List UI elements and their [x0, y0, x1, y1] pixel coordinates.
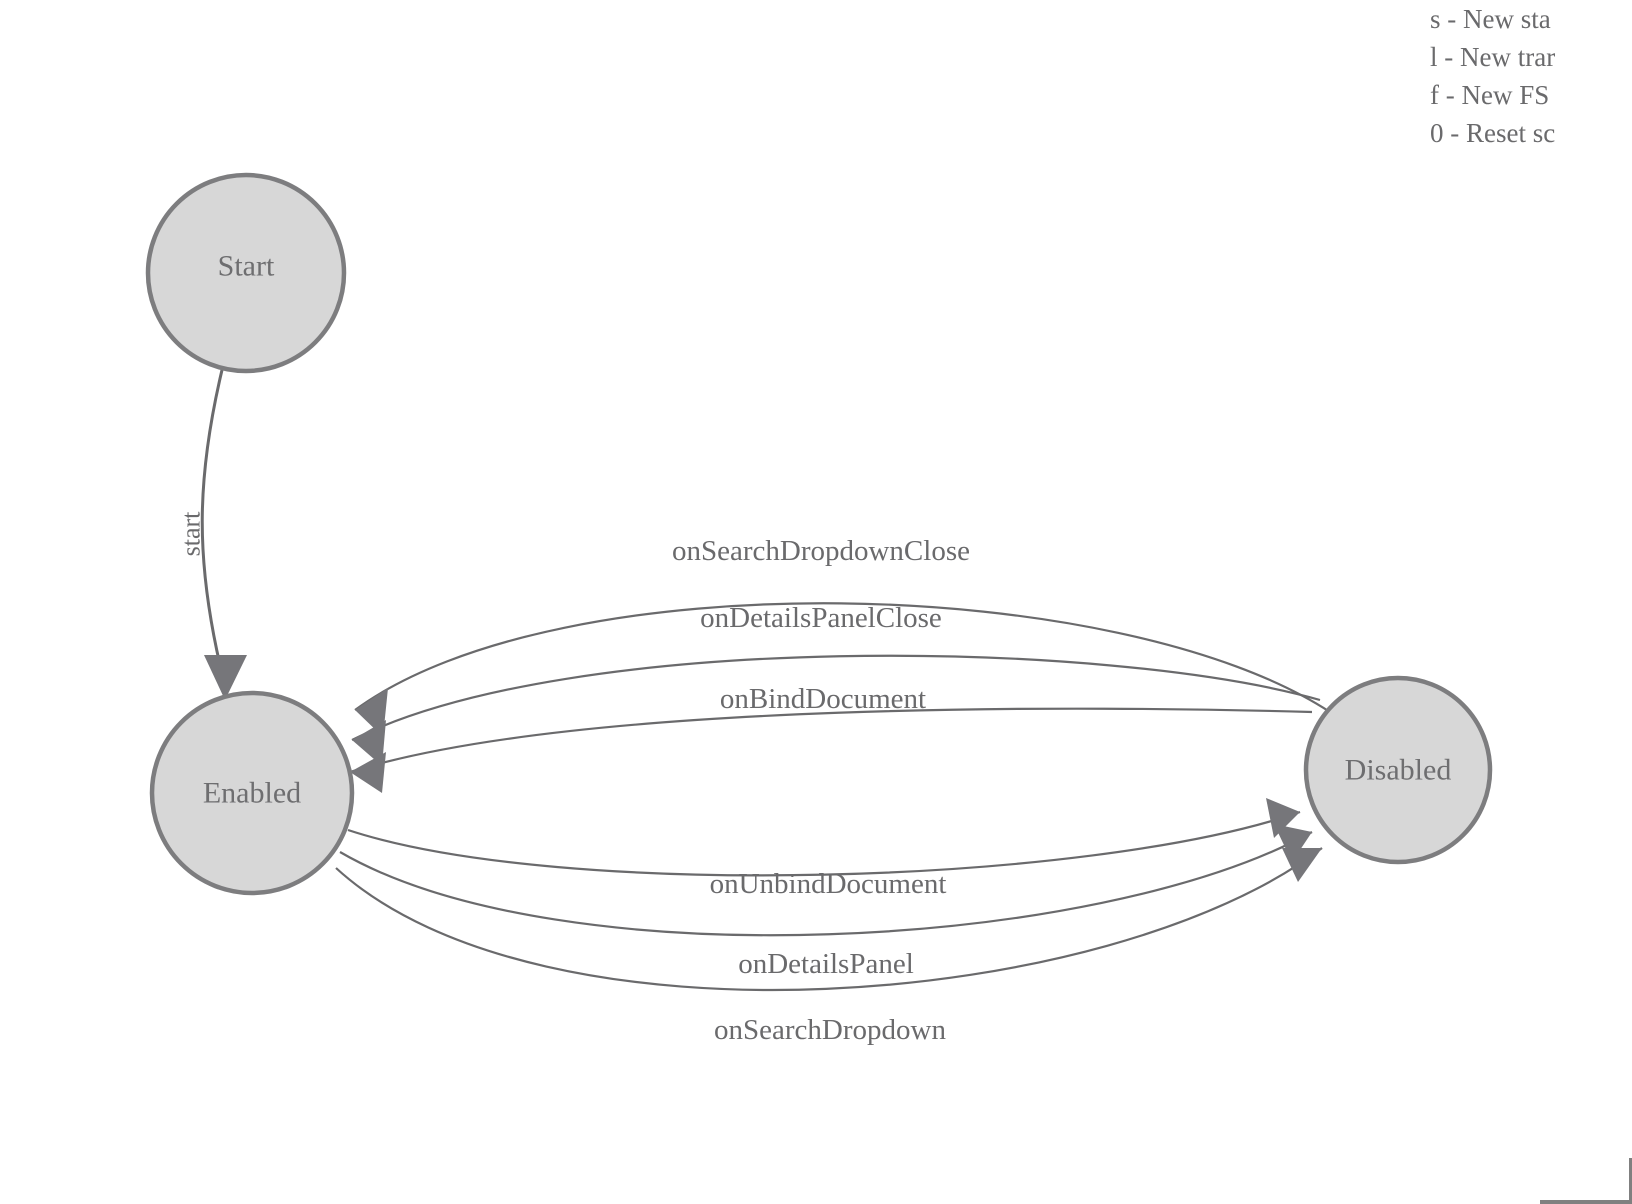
- edge-path-lane-2: [351, 654, 1321, 741]
- edge-label-onUnbindDocument: onUnbindDocument: [710, 868, 947, 900]
- state-circle-enabled: [149, 690, 355, 896]
- edge-path-start-enabled: [200, 369, 224, 666]
- edge-path-lane-1: [354, 602, 1331, 713]
- transition-start-to-enabled[interactable]: start: [177, 369, 248, 700]
- state-label-start: Start: [218, 250, 275, 283]
- state-node-enabled[interactable]: Enabled: [149, 690, 355, 896]
- state-label-disabled: Disabled: [1345, 754, 1452, 787]
- transition-enabled-to-disabled-details-panel[interactable]: onDetailsPanel: [339, 824, 1313, 980]
- edge-label-onDetailsPanelClose: onDetailsPanelClose: [700, 602, 942, 634]
- window-edge-vertical: [1629, 1158, 1632, 1204]
- edge-path-lane-5: [339, 831, 1313, 937]
- arrowhead-lane-5: [1274, 824, 1312, 862]
- state-circle-start: [145, 172, 347, 374]
- window-edge-horizontal: [1540, 1200, 1632, 1204]
- state-node-disabled[interactable]: Disabled: [1303, 675, 1493, 865]
- edge-label-start: start: [177, 511, 206, 557]
- transition-enabled-to-disabled-unbind-document[interactable]: onUnbindDocument: [347, 798, 1301, 900]
- arrowhead-lane-6: [1282, 848, 1322, 882]
- state-label-enabled: Enabled: [203, 777, 301, 810]
- edge-label-onSearchDropdown: onSearchDropdown: [714, 1014, 946, 1046]
- arrowhead-lane-2: [352, 720, 386, 766]
- transition-disabled-to-enabled-search-dropdown-close[interactable]: onSearchDropdownClose: [354, 535, 1331, 737]
- edge-label-onSearchDropdownClose: onSearchDropdownClose: [672, 535, 970, 567]
- arrowhead-lane-4: [1266, 798, 1300, 838]
- transition-enabled-to-disabled-search-dropdown[interactable]: onSearchDropdown: [335, 847, 1323, 1046]
- edge-label-onDetailsPanel: onDetailsPanel: [738, 948, 914, 980]
- edge-path-lane-6: [335, 847, 1323, 992]
- transition-disabled-to-enabled-details-panel-close[interactable]: onDetailsPanelClose: [351, 602, 1321, 766]
- edge-label-onBindDocument: onBindDocument: [720, 683, 926, 715]
- edge-path-lane-4: [347, 810, 1301, 877]
- state-circle-disabled: [1303, 675, 1493, 865]
- transition-disabled-to-enabled-bind-document[interactable]: onBindDocument: [349, 683, 1313, 793]
- state-node-start[interactable]: Start: [145, 172, 347, 374]
- arrowhead-lane-3: [350, 752, 386, 793]
- edge-path-lane-3: [349, 707, 1313, 774]
- arrowhead-start-enabled: [204, 655, 247, 700]
